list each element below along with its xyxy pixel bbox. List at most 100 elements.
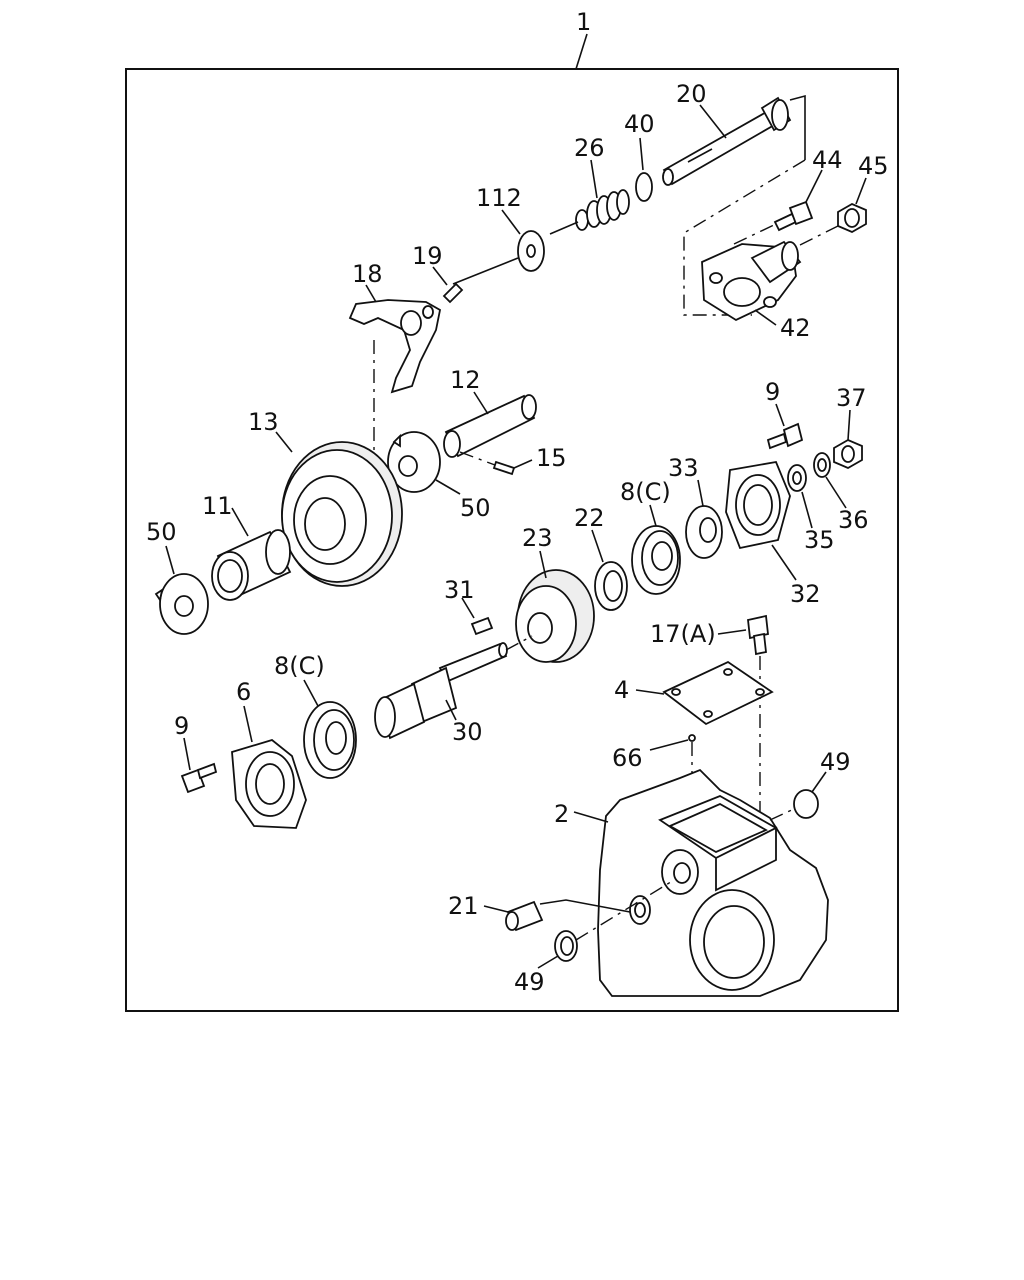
leader-20 bbox=[699, 104, 727, 139]
label-8c-upper: 8(C) bbox=[620, 478, 671, 506]
leader-9b bbox=[183, 737, 191, 771]
label-9-upper: 9 bbox=[765, 378, 780, 406]
label-6: 6 bbox=[236, 678, 251, 706]
part-18-fork bbox=[348, 299, 442, 394]
axis-49b bbox=[575, 879, 675, 941]
part-31-key bbox=[470, 616, 494, 636]
label-30: 30 bbox=[452, 718, 483, 746]
axis-21 bbox=[539, 899, 631, 913]
leader-31 bbox=[461, 597, 475, 619]
leader-33 bbox=[697, 479, 704, 507]
label-21: 21 bbox=[448, 892, 479, 920]
part-49-upper-plug bbox=[793, 789, 819, 819]
label-2: 2 bbox=[554, 800, 569, 828]
part-2-housing bbox=[597, 768, 829, 997]
part-12-pin bbox=[443, 394, 537, 458]
label-4: 4 bbox=[614, 676, 629, 704]
label-36: 36 bbox=[838, 506, 869, 534]
part-35-washer bbox=[787, 464, 807, 492]
part-40-oring bbox=[635, 172, 653, 202]
leader-36 bbox=[825, 476, 847, 509]
axis-45 bbox=[799, 225, 839, 246]
label-18: 18 bbox=[352, 260, 383, 288]
part-15-pin bbox=[492, 460, 516, 476]
leader-26 bbox=[590, 159, 598, 199]
leader-19 bbox=[432, 266, 448, 286]
axis-30 bbox=[505, 635, 533, 651]
part-37-nut bbox=[833, 438, 863, 470]
label-15: 15 bbox=[536, 444, 567, 472]
leader-32 bbox=[771, 544, 797, 581]
label-31: 31 bbox=[444, 576, 475, 604]
leader-49a bbox=[811, 771, 827, 793]
label-35: 35 bbox=[804, 526, 835, 554]
label-112: 112 bbox=[476, 184, 522, 212]
part-112-washer bbox=[517, 230, 545, 272]
part-9-upper-bolt bbox=[766, 422, 804, 450]
leader-17a bbox=[717, 629, 747, 635]
leader-49b bbox=[537, 955, 559, 969]
part-36-spring-washer bbox=[813, 452, 831, 478]
part-23-gear bbox=[515, 569, 595, 663]
part-19-pin bbox=[442, 282, 464, 304]
part-20-shaft bbox=[662, 96, 792, 186]
label-8c-lower: 8(C) bbox=[274, 652, 325, 680]
leader-15 bbox=[513, 459, 533, 469]
leader-1 bbox=[575, 33, 588, 70]
part-49-lower-plug bbox=[554, 930, 578, 962]
part-66-dowel bbox=[688, 734, 696, 742]
part-50-lower-thrust-washer bbox=[154, 573, 209, 635]
label-13: 13 bbox=[248, 408, 279, 436]
label-42: 42 bbox=[780, 314, 811, 342]
leader-4 bbox=[635, 689, 665, 695]
diagram-frame bbox=[125, 68, 899, 1012]
label-26: 26 bbox=[574, 134, 605, 162]
label-32: 32 bbox=[790, 580, 821, 608]
part-32-bearing-cover bbox=[725, 460, 791, 550]
leader-11 bbox=[231, 507, 249, 537]
label-1: 1 bbox=[576, 8, 591, 36]
part-9-lower-bolt bbox=[180, 762, 218, 794]
axis-112 bbox=[452, 257, 519, 285]
leader-50a bbox=[435, 479, 461, 495]
leader-8c_b bbox=[303, 679, 319, 707]
part-30-shaft bbox=[374, 642, 508, 740]
leader-8c_a bbox=[649, 504, 657, 527]
label-33: 33 bbox=[668, 454, 699, 482]
leader-21 bbox=[483, 905, 509, 913]
leader-12 bbox=[473, 391, 489, 415]
part-21-dowel bbox=[505, 900, 544, 932]
label-19: 19 bbox=[412, 242, 443, 270]
part-33-seal bbox=[685, 505, 723, 559]
leader-35 bbox=[801, 491, 813, 529]
part-50-upper-thrust-washer bbox=[387, 431, 441, 493]
part-13-gear bbox=[281, 441, 403, 587]
part-11-bushing bbox=[211, 529, 292, 601]
label-37: 37 bbox=[836, 384, 867, 412]
label-22: 22 bbox=[574, 504, 605, 532]
axis-44 bbox=[733, 223, 777, 245]
label-11: 11 bbox=[202, 492, 233, 520]
bracket-20 bbox=[789, 94, 806, 160]
part-26-spring bbox=[575, 189, 630, 231]
label-23: 23 bbox=[522, 524, 553, 552]
leader-9a bbox=[775, 403, 785, 427]
leader-66 bbox=[649, 739, 689, 751]
part-45-nut bbox=[837, 202, 867, 234]
axis-26 bbox=[549, 221, 579, 235]
leader-6 bbox=[243, 705, 253, 743]
leader-30 bbox=[445, 699, 457, 721]
label-20: 20 bbox=[676, 80, 707, 108]
leader-18 bbox=[365, 284, 377, 303]
label-66: 66 bbox=[612, 744, 643, 772]
label-45: 45 bbox=[858, 152, 889, 180]
leader-13 bbox=[275, 431, 293, 453]
part-22-collar bbox=[594, 561, 628, 611]
part-6-bearing-cover bbox=[231, 739, 307, 829]
label-9-lower: 9 bbox=[174, 712, 189, 740]
part-42-cover bbox=[701, 240, 802, 322]
leader-37 bbox=[847, 409, 851, 441]
bracket-cover bbox=[683, 159, 806, 316]
label-50-upper: 50 bbox=[460, 494, 491, 522]
